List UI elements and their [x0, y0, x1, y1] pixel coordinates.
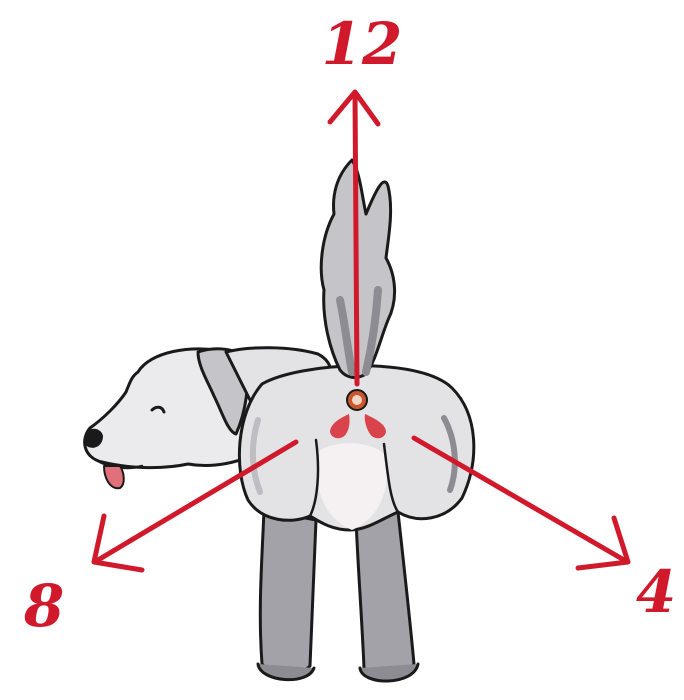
dog-back-legs — [258, 510, 418, 681]
anus-marker — [347, 390, 367, 410]
dog-rear-view-illustration — [85, 160, 474, 681]
label-4-oclock: 4 — [636, 558, 676, 626]
label-8-oclock: 8 — [23, 572, 64, 640]
label-12-oclock: 12 — [322, 10, 403, 78]
